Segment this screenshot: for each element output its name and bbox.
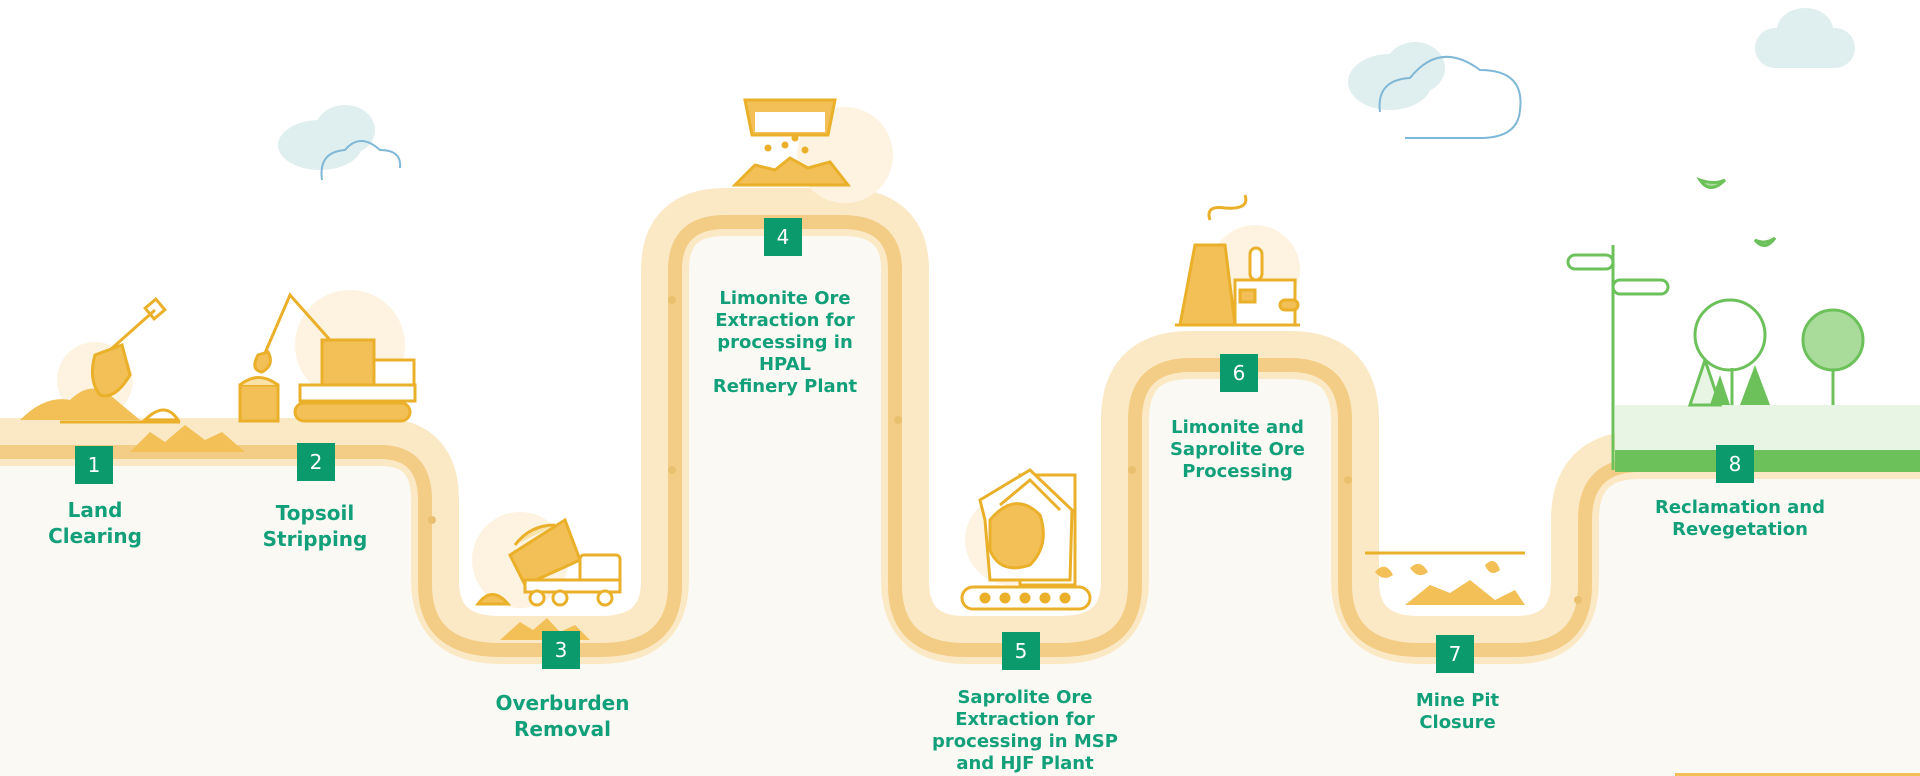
shovel-icon xyxy=(20,297,181,424)
step-4-badge: 4 xyxy=(764,218,802,256)
cloud-icon xyxy=(278,105,402,181)
cloud-icon xyxy=(1348,42,1522,139)
excavator-icon xyxy=(238,290,417,423)
step-7-badge: 7 xyxy=(1436,635,1474,673)
cloud-icon xyxy=(1755,8,1855,68)
trees-icon xyxy=(1566,177,1920,472)
filled-pit-icon xyxy=(1365,551,1525,605)
dump-truck-icon xyxy=(472,512,622,608)
step-6-label: Limonite and Saprolite Ore Processing xyxy=(1169,417,1306,482)
conveyor-icon xyxy=(960,468,1092,611)
step-5-label: Saprolite Ore Extraction for processing … xyxy=(932,687,1118,774)
step-1-label: Land Clearing xyxy=(48,498,142,548)
step-8-badge: 8 xyxy=(1716,445,1754,483)
step-1-badge: 1 xyxy=(75,446,113,484)
step-8-label: Reclamation and Revegetation xyxy=(1654,497,1826,540)
step-3-label: Overburden Removal xyxy=(495,691,630,741)
step-6-badge: 6 xyxy=(1220,354,1258,392)
step-3-badge: 3 xyxy=(542,631,580,669)
bottom-accent-line xyxy=(1675,773,1920,776)
step-4-label: Limonite Ore Extraction for processing i… xyxy=(712,288,858,397)
process-track-inner xyxy=(0,215,1641,657)
step-2-label: Topsoil Stripping xyxy=(262,501,368,551)
mountain-pile xyxy=(130,425,245,452)
track-dots xyxy=(428,296,1582,604)
hopper-icon xyxy=(731,98,893,203)
step-7-label: Mine Pit Closure xyxy=(1415,690,1500,733)
step-5-badge: 5 xyxy=(1002,632,1040,670)
step-2-badge: 2 xyxy=(297,443,335,481)
factory-icon xyxy=(1175,194,1300,327)
